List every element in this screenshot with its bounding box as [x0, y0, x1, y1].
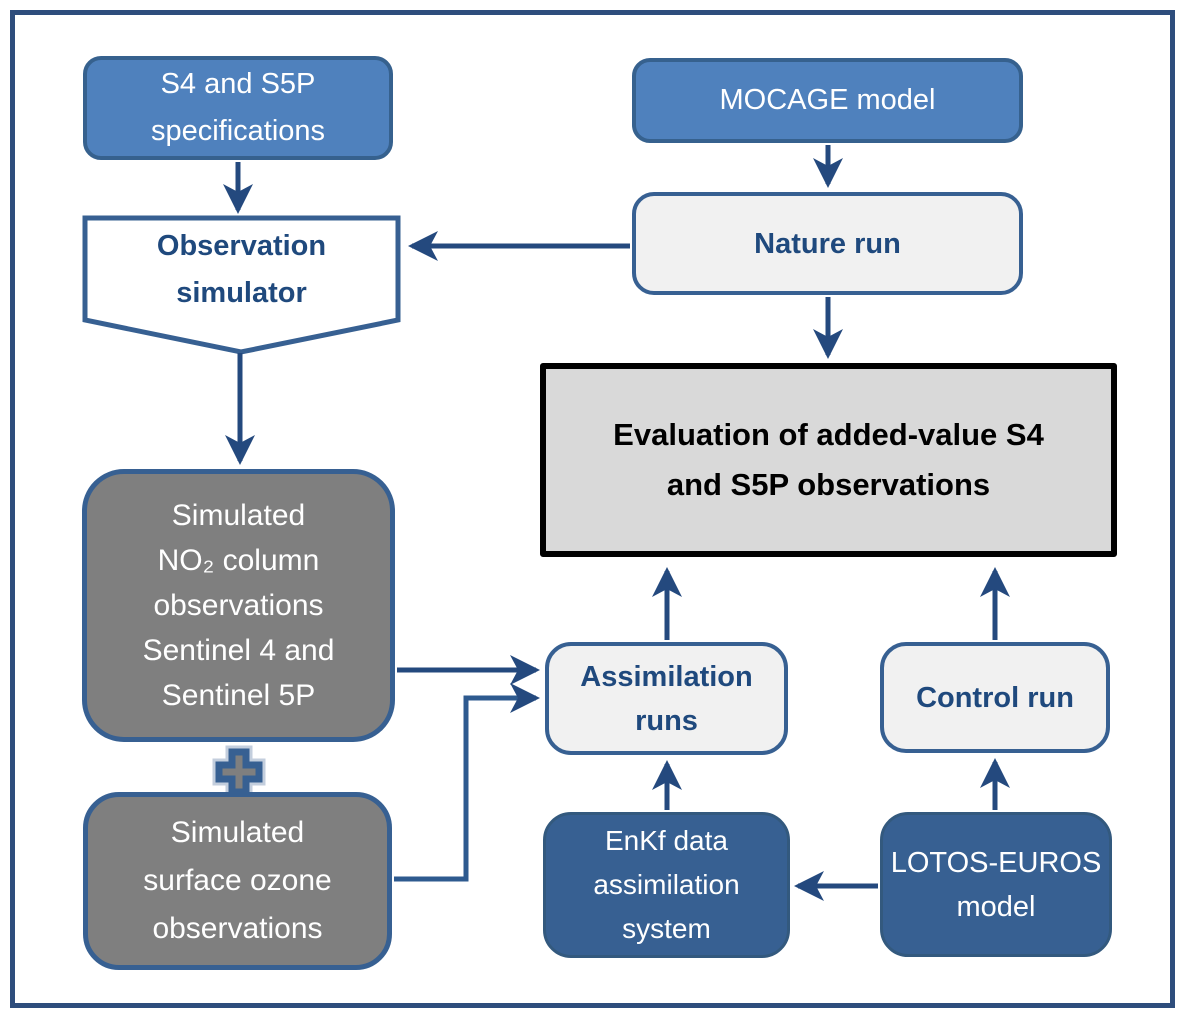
node-lotos-euros-model: LOTOS-EUROS model — [880, 812, 1112, 957]
node-nature-run: Nature run — [632, 192, 1023, 295]
node-simulated-ozone-observations: Simulated surface ozone observations — [83, 792, 392, 970]
node-control-run: Control run — [880, 642, 1110, 753]
arrow-ozone-to-assimilation — [394, 683, 541, 882]
observation-simulator-shape — [82, 215, 401, 355]
node-mocage-model: MOCAGE model — [632, 58, 1023, 143]
node-observation-simulator: Observation simulator — [156, 230, 327, 309]
plus-icon — [212, 745, 266, 799]
node-enkf-system: EnKf data assimilation system — [543, 812, 790, 958]
node-s4-s5p-specifications: S4 and S5P specifications — [83, 56, 393, 160]
node-evaluation: Evaluation of added-value S4 and S5P obs… — [540, 363, 1117, 557]
node-simulated-no2-observations: Simulated NO₂ column observations Sentin… — [82, 469, 395, 742]
node-assimilation-runs: Assimilation runs — [545, 642, 788, 755]
page-border — [10, 10, 1175, 1008]
